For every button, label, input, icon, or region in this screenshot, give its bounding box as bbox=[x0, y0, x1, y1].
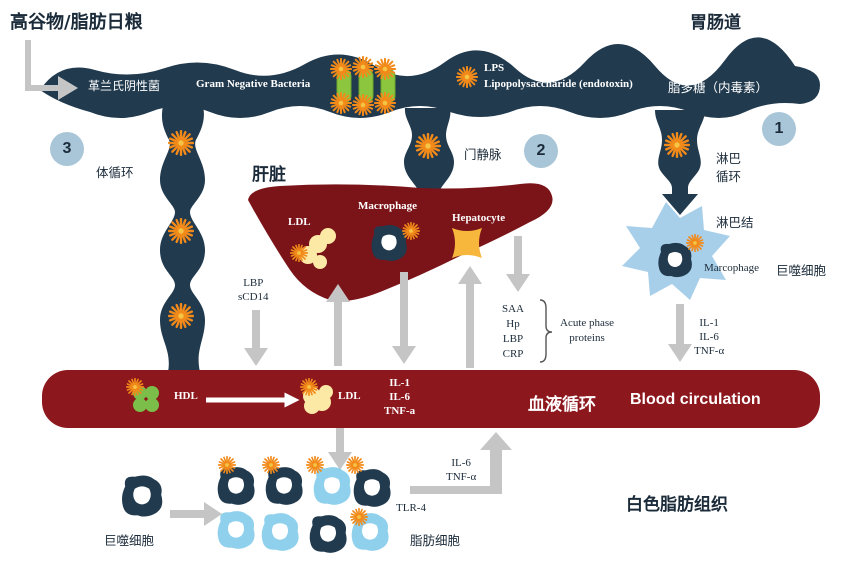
blood-ldl-particle bbox=[303, 385, 333, 414]
route-1-circle: 3 bbox=[50, 132, 84, 166]
gram-negative-en: Gram Negative Bacteria bbox=[196, 78, 311, 90]
route-2-number: 2 bbox=[536, 142, 546, 159]
route-2-circle: 2 bbox=[524, 134, 558, 168]
macrophage-cn-bottom-label: 巨噬细胞 bbox=[104, 533, 155, 548]
route-3-number: 3 bbox=[62, 140, 72, 157]
lymph-node-label: 淋巴结 bbox=[716, 215, 754, 230]
adipose-tissue-label: 白色脂肪组织 bbox=[626, 495, 728, 515]
lps-long: Lipopolysaccharide (endotoxin) bbox=[484, 78, 633, 90]
gut-tube bbox=[40, 37, 820, 118]
hdl-label: HDL bbox=[174, 390, 198, 402]
lymph-arrow bbox=[662, 186, 698, 215]
tlr4-label: TLR-4 bbox=[396, 502, 426, 514]
liver-cytokines-label: IL-1 IL-6 TNF-a bbox=[384, 377, 416, 417]
blood-cn-label: 血液循环 bbox=[528, 395, 596, 415]
acute-phase-label: Acute phase proteins bbox=[560, 317, 615, 344]
lymph-cytokines-label: IL-1 IL-6 TNF-α bbox=[694, 317, 725, 357]
hepatocyte-cell bbox=[452, 228, 482, 258]
acute-list-label: SAA Hp LBP CRP bbox=[502, 303, 525, 360]
route-1-number: 1 bbox=[774, 120, 784, 137]
liver-label: 肝脏 bbox=[252, 165, 286, 185]
macrophage-liver-label: Macrophage bbox=[358, 200, 418, 212]
acute-brace bbox=[539, 299, 553, 363]
blood-ldl-label: LDL bbox=[338, 390, 361, 402]
liver-ldl-particle bbox=[299, 228, 336, 269]
lbp-scd14-label: LBP sCD14 bbox=[238, 277, 269, 303]
lps-short: LPS bbox=[484, 62, 505, 74]
systemic-vessel bbox=[160, 106, 205, 372]
macrophage-cn-lymph-label: 巨噬细胞 bbox=[776, 263, 827, 278]
adipose-cluster bbox=[217, 456, 391, 553]
adipose-cytokines-label: IL-6 TNF-α bbox=[446, 457, 477, 483]
gut-label: 胃肠道 bbox=[690, 13, 741, 33]
gram-negative-cn: 革兰氏阴性菌 bbox=[88, 79, 161, 93]
liver-ldl-label: LDL bbox=[288, 216, 311, 228]
marcophage-en-label: Marcophage bbox=[704, 262, 759, 274]
systemic-circulation-label: 体循环 bbox=[96, 165, 134, 180]
lps-cn: 脂多糖（内毒素） bbox=[668, 80, 769, 95]
blood-vessel bbox=[42, 370, 820, 428]
lymph-circulation-label: 淋巴 循环 bbox=[716, 151, 742, 184]
adipocyte-label: 脂肪细胞 bbox=[410, 533, 461, 548]
high-fat-food-label: 高谷物/脂肪日粮 bbox=[10, 12, 143, 33]
food-arrow bbox=[25, 40, 62, 91]
hepatocyte-label: Hepatocyte bbox=[452, 212, 506, 224]
portal-vein-label: 门静脉 bbox=[464, 147, 502, 162]
route-3-circle: 1 bbox=[762, 112, 796, 146]
blood-en-label: Blood circulation bbox=[630, 391, 761, 408]
